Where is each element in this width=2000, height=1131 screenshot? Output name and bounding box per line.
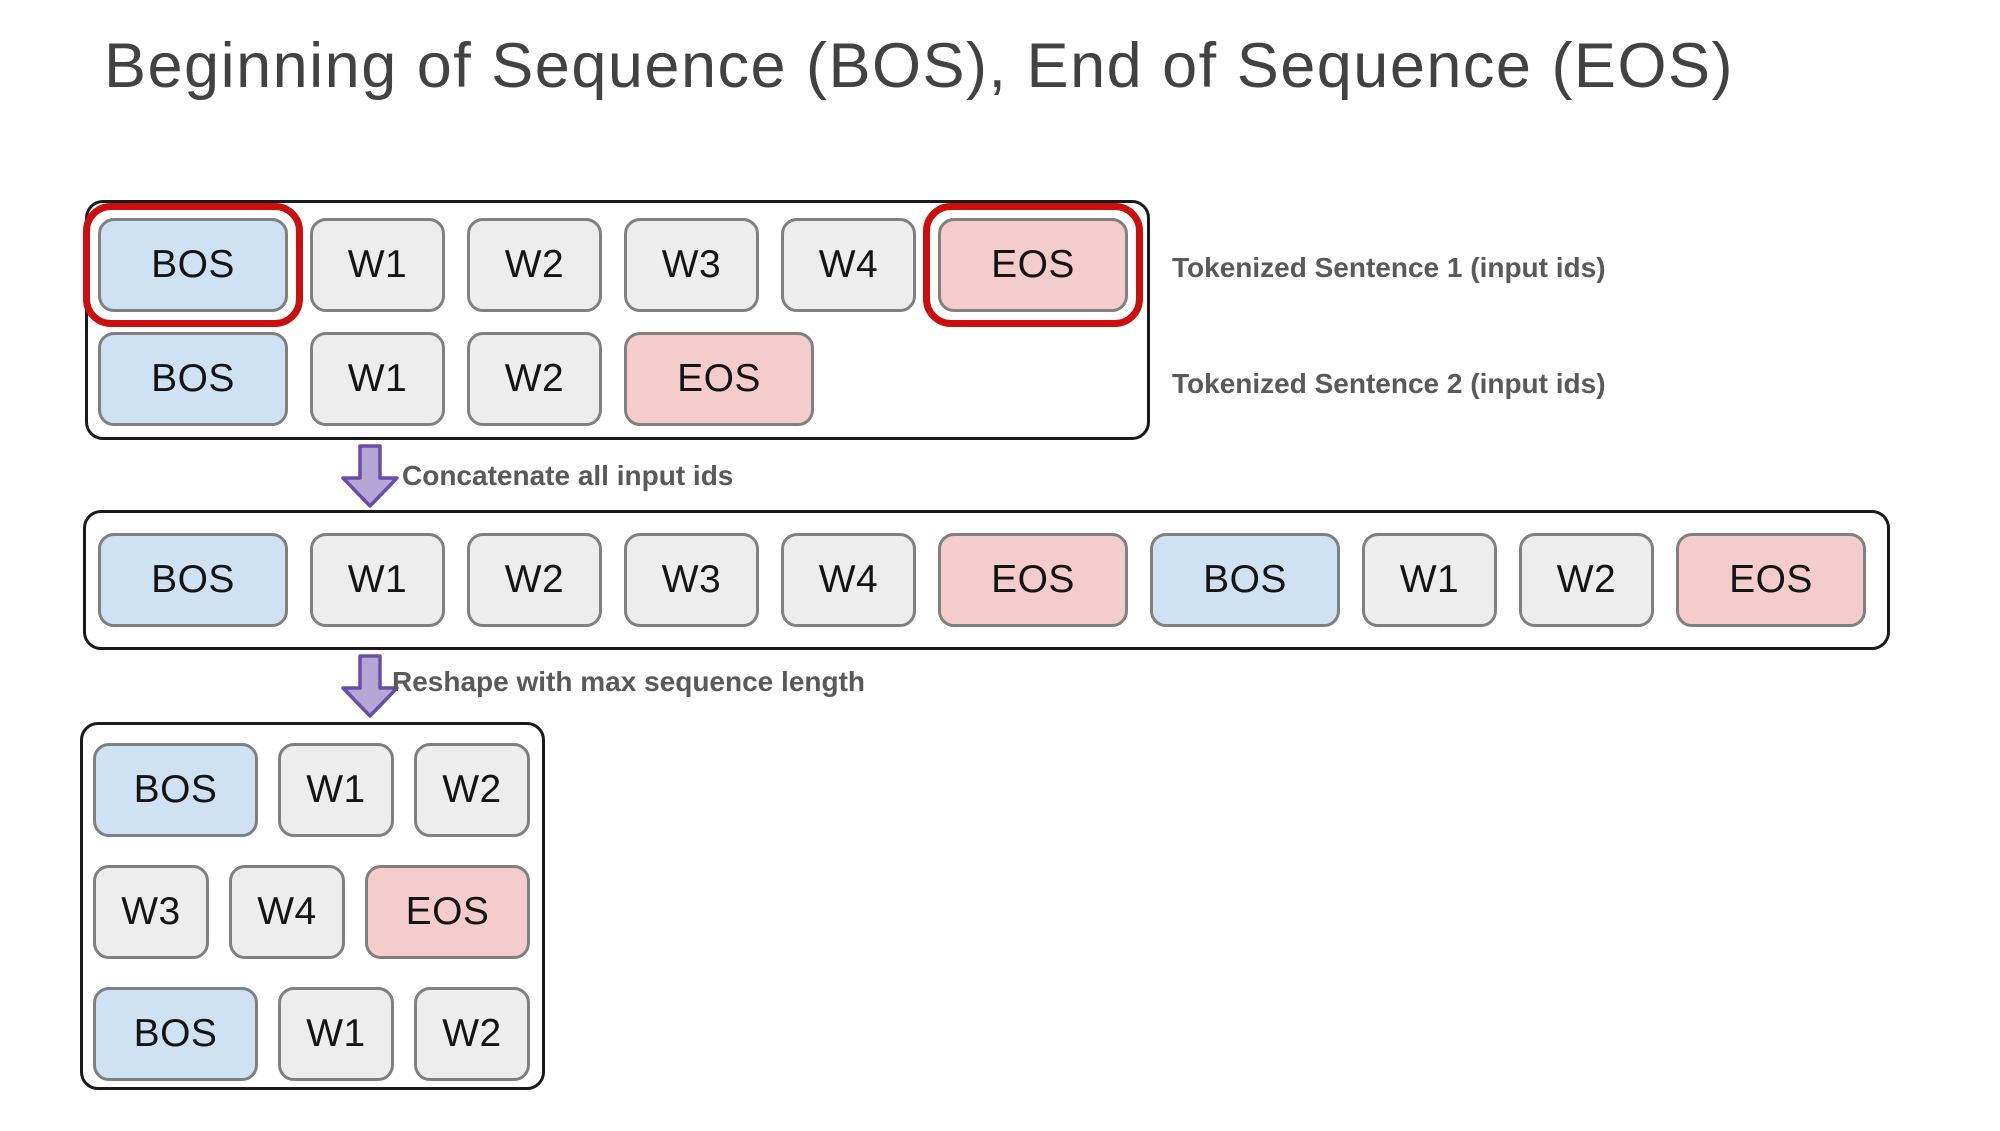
token-eos: EOS: [938, 218, 1128, 312]
token-w1: W1: [310, 218, 445, 312]
token-eos: EOS: [365, 865, 530, 959]
token-w4: W4: [229, 865, 345, 959]
reshape-step-label: Reshape with max sequence length: [392, 666, 866, 697]
token-w2: W2: [1519, 533, 1654, 627]
sentence-2-caption: Tokenized Sentence 2 (input ids): [1172, 368, 1606, 399]
token-w1: W1: [310, 332, 445, 426]
token-bos: BOS: [93, 743, 258, 837]
page-title: Beginning of Sequence (BOS), End of Sequ…: [104, 31, 1734, 101]
token-eos: EOS: [938, 533, 1128, 627]
token-w4: W4: [781, 218, 916, 312]
token-bos: BOS: [98, 332, 288, 426]
highlight-ring: BOS: [83, 203, 303, 327]
token-eos: EOS: [624, 332, 814, 426]
token-w2: W2: [467, 332, 602, 426]
token-w3: W3: [93, 865, 209, 959]
concatenate-step-label: Concatenate all input ids: [402, 460, 734, 491]
token-w1: W1: [278, 987, 394, 1081]
token-w2: W2: [414, 987, 530, 1081]
token-w2: W2: [414, 743, 530, 837]
token-bos: BOS: [98, 533, 288, 627]
down-arrow-icon: [341, 444, 399, 508]
token-eos: EOS: [1676, 533, 1866, 627]
highlight-ring: EOS: [923, 203, 1143, 327]
token-w1: W1: [1362, 533, 1497, 627]
token-w4: W4: [781, 533, 916, 627]
sentence-1-caption: Tokenized Sentence 1 (input ids): [1172, 252, 1606, 283]
down-arrow-icon: [341, 654, 399, 718]
token-bos: BOS: [1150, 533, 1340, 627]
token-bos: BOS: [93, 987, 258, 1081]
token-w2: W2: [467, 218, 602, 312]
token-w1: W1: [278, 743, 394, 837]
token-w3: W3: [624, 218, 759, 312]
token-w1: W1: [310, 533, 445, 627]
token-bos: BOS: [98, 218, 288, 312]
token-w3: W3: [624, 533, 759, 627]
token-w2: W2: [467, 533, 602, 627]
